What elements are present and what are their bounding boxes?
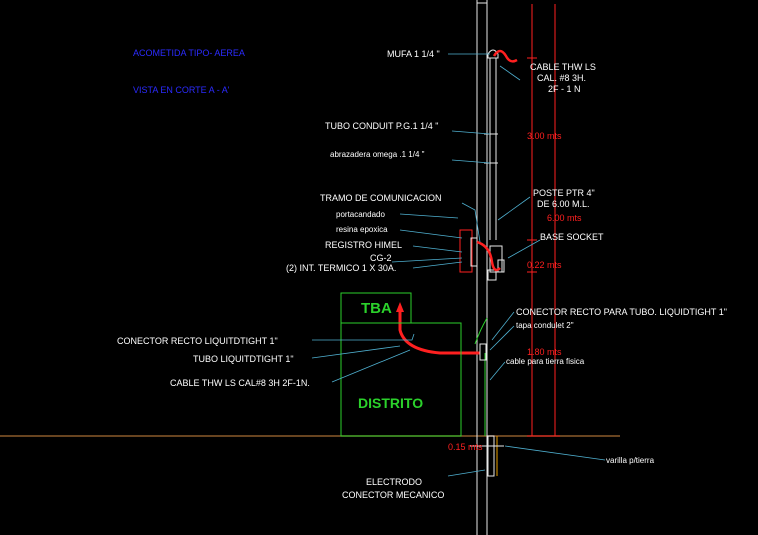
connector-lower [479,343,487,361]
label-cable-tierra: cable para tierra fisica [506,357,585,366]
dim-0-15: 0.15 mts [448,442,483,452]
title-vista-corte: VISTA EN CORTE A - A' [133,85,230,95]
label-cable-thw-1: CABLE THW LS [530,62,596,72]
dim-3-00: 3.00 mts [527,131,562,141]
label-abrazadera: abrazadera omega .1 1/4 " [330,150,425,159]
label-portacandado: portacandado [336,210,385,219]
label-conector-mecanico: CONECTOR MECANICO [342,490,444,500]
red-cable-lower [398,306,480,355]
red-cable-arrow [396,302,404,312]
label-varilla: varilla p/tierra [606,456,655,465]
pole [476,0,488,535]
label-cg2: CG-2 [370,253,392,263]
distrito-box [340,322,462,437]
leader-lines [311,53,606,477]
label-electrodo: ELECTRODO [366,477,422,487]
dim-1-80: 1.80 mts [527,347,562,357]
label-poste-1: POSTE PTR 4" [533,188,595,198]
label-poste-2: DE 6.00 M.L. [537,199,590,209]
label-cable-thw-2: CAL. #8 3H. [537,73,586,83]
ground-rod [470,435,504,477]
green-line-curve [474,317,488,345]
label-tubo-liquidtight: TUBO LIQUITDTIGHT 1" [193,354,294,364]
label-distrito: DISTRITO [358,395,423,411]
base-socket [459,229,505,281]
conduit-tube [484,58,498,240]
label-base-socket: BASE SOCKET [540,232,604,242]
label-resina: resina epoxica [336,225,388,234]
dim-0-22: 0.22 mts [527,260,562,270]
label-tba: TBA [361,300,392,317]
dim-6-00: 6.00 mts [547,213,582,223]
label-mufa: MUFA 1 1/4 " [387,49,440,59]
label-tubo-conduit: TUBO CONDUIT P.G.1 1/4 " [325,121,438,131]
label-tapa-condulet: tapa condulet 2" [516,321,574,330]
label-cable-thw-cal: CABLE THW LS CAL#8 3H 2F-1N. [170,378,310,388]
label-conector-recto-tubo: CONECTOR RECTO PARA TUBO. LIQUIDTIGHT 1" [516,307,727,317]
red-cable-top [492,49,518,63]
dimension-lines [527,4,560,437]
red-cable-registro [476,240,501,272]
label-registro: REGISTRO HIMEL [325,240,402,250]
label-tramo: TRAMO DE COMUNICACION [320,193,442,203]
label-int-termico: (2) INT. TERMICO 1 X 30A. [286,263,396,273]
label-conector-recto-liquidtight: CONECTOR RECTO LIQUITDTIGHT 1" [117,336,278,346]
label-cable-thw-3: 2F - 1 N [548,84,581,94]
title-acometida: ACOMETIDA TIPO- AEREA [133,48,245,58]
